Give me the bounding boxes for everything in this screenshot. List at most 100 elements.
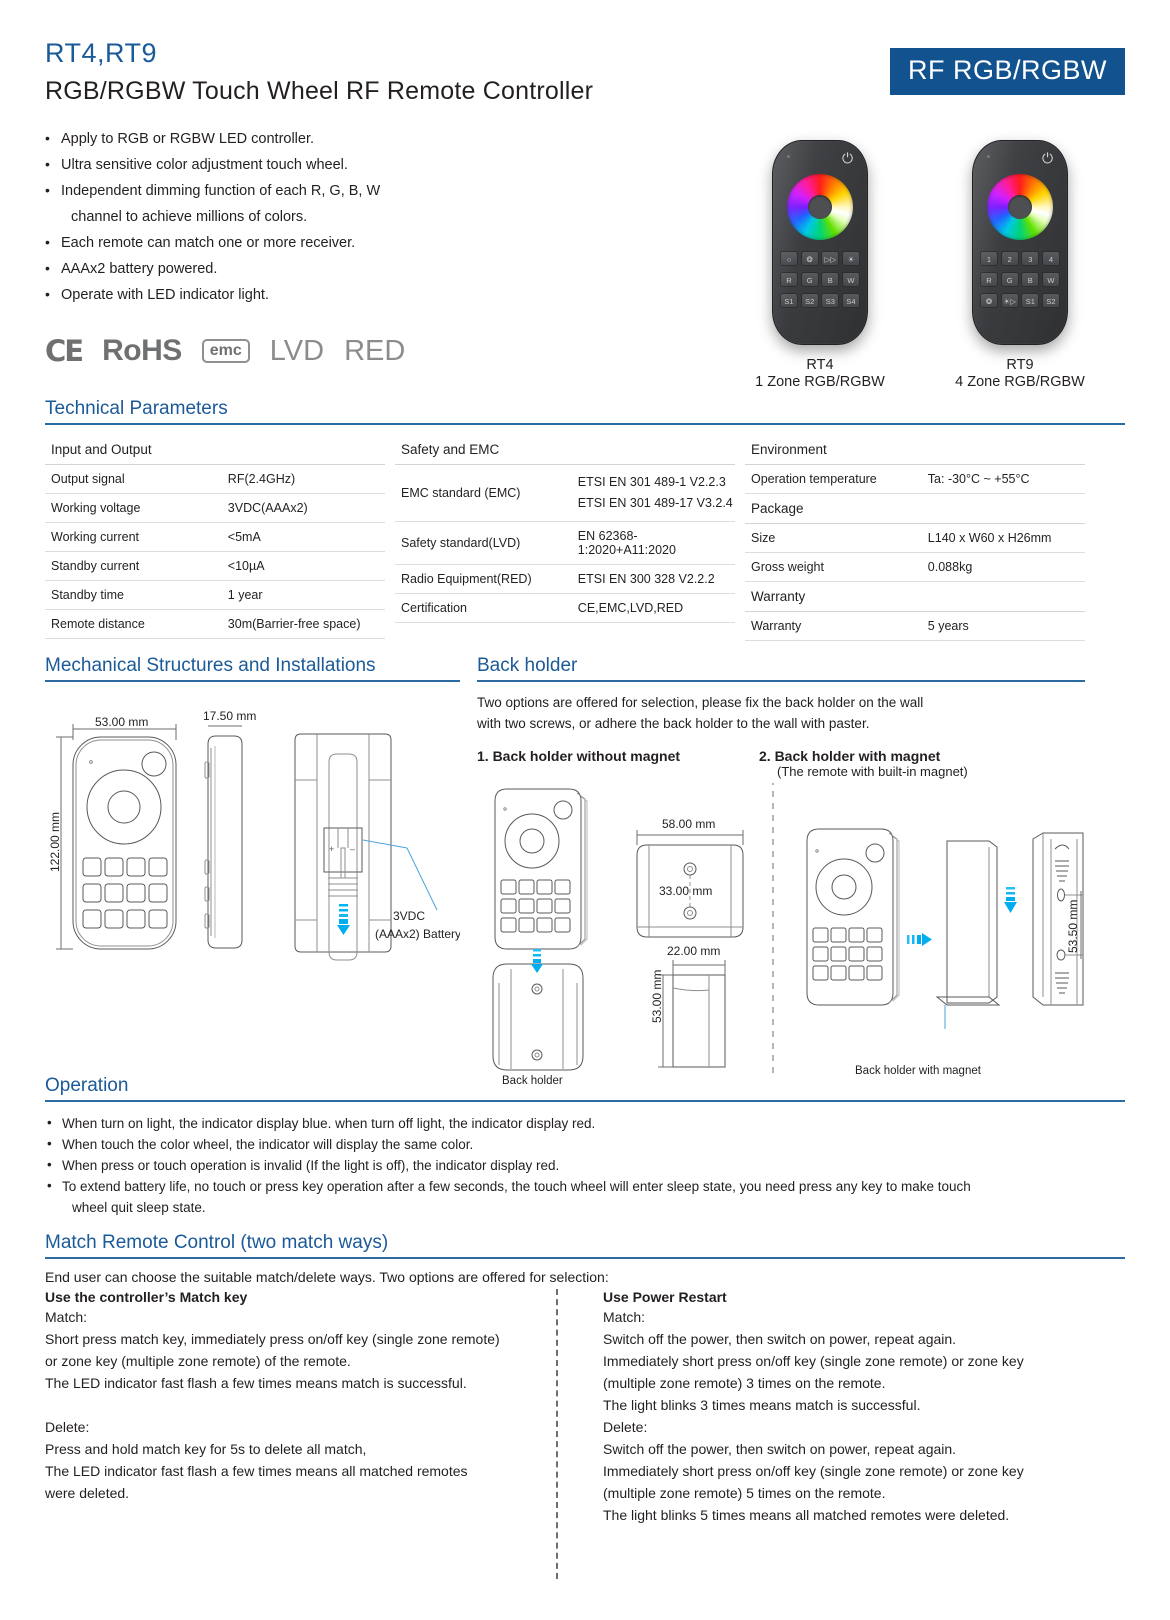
key-row: R G B W [780, 272, 860, 287]
battery-label-1: 3VDC [393, 909, 425, 923]
key-button: ❂ [800, 251, 819, 266]
table-row: EMC standard (EMC) ETSI EN 301 489-1 V2.… [395, 464, 735, 522]
list-item: When touch the color wheel, the indicato… [45, 1133, 1125, 1155]
delete-line: The LED indicator fast flash a few times… [45, 1463, 468, 1479]
key-button: W [841, 272, 860, 287]
option1-title: 1. Back holder without magnet [477, 748, 681, 764]
delete-line: The light blinks 5 times means all match… [603, 1507, 1010, 1523]
match-right-title: Use Power Restart [603, 1289, 727, 1305]
match-line: The LED indicator fast flash a few times… [45, 1375, 467, 1391]
cell-line-1: ETSI EN 301 489-1 V2.2.3 [577, 475, 726, 489]
match-column-right: Use Power Restart Match: Switch off the … [603, 1289, 1113, 1526]
key-row: ❂ ☀▷ S1 S2 [980, 293, 1060, 308]
match-left-title: Use the controller’s Match key [45, 1289, 248, 1305]
dim-58-label: 58.00 mm [662, 817, 715, 831]
back-holder-drawing: 58.00 mm 33.00 mm 22.00 mm 53.00 mm 53.5… [492, 743, 1084, 1073]
table-safety-emc: Safety and EMC EMC standard (EMC) ETSI E… [395, 435, 735, 641]
table-row: Radio Equipment(RED)ETSI EN 300 328 V2.2… [395, 564, 735, 594]
key-button: ❂ [980, 293, 998, 308]
dim-33-label: 33.00 mm [659, 884, 712, 898]
key-row: ○ ❂ ▷▷ ☀ [780, 251, 860, 266]
feature-list: Apply to RGB or RGBW LED controller. Ult… [45, 125, 525, 308]
key-button: 2 [1000, 251, 1019, 266]
remote-name: RT4 [806, 357, 834, 373]
key-button: 1 [980, 251, 998, 266]
ce-icon: CE [45, 334, 84, 368]
delete-label: Delete: [45, 1419, 90, 1435]
battery-label-2: (AAAx2) Battery [375, 927, 460, 941]
table-group-header: Package [745, 493, 1085, 524]
key-button: ☀ [841, 251, 860, 266]
certification-row: CE RoHS emc LVD RED [45, 334, 1125, 368]
key-button: S3 [821, 293, 840, 308]
technical-parameters-section: Technical Parameters Input and Output Ou… [45, 398, 1125, 641]
mechanical-drawing: + – 53.00 mm 17.50 mm 122.00 mm 3VDC (AA… [48, 709, 461, 961]
table-row: Working current<5mA [45, 522, 385, 552]
divider [45, 1100, 1125, 1102]
dim-thickness-label: 17.50 mm [203, 709, 256, 723]
key-button: S4 [841, 293, 860, 308]
svg-text:+: + [329, 844, 334, 854]
option2-subtitle: (The remote with built-in magnet) [777, 764, 968, 779]
key-button: R [980, 272, 998, 287]
list-item: When turn on light, the indicator displa… [45, 1112, 1125, 1134]
caption-back-holder-magnet: Back holder with magnet [855, 1065, 981, 1077]
key-button: G [1000, 272, 1019, 287]
svg-text:–: – [350, 844, 355, 854]
key-button: 3 [1021, 251, 1040, 266]
delete-line: Switch off the power, then switch on pow… [603, 1441, 957, 1457]
section-heading: Mechanical Structures and Installations [45, 655, 376, 676]
section-heading: Operation [45, 1075, 129, 1096]
match-label: Match: [45, 1309, 88, 1325]
direction-arrow-right-icon [907, 933, 932, 946]
table-group-header: Environment [745, 435, 1085, 465]
divider [477, 680, 1085, 682]
remote-body: ⏻ ○ ❂ ▷▷ ☀ R G B W [772, 140, 868, 345]
key-button: 4 [1041, 251, 1060, 266]
match-section: Match Remote Control (two match ways) En… [45, 1232, 1125, 1579]
remote-name: RT9 [1006, 357, 1034, 373]
page-title: RGB/RGBW Touch Wheel RF Remote Controlle… [45, 77, 594, 105]
table-group-header: Safety and EMC [395, 435, 735, 465]
color-wheel [787, 174, 853, 240]
emc-icon: emc [201, 338, 250, 364]
section-heading: Technical Parameters [45, 398, 228, 419]
remote-zones: 1 Zone RGB/RGBW [755, 374, 885, 390]
list-item: channel to achieve millions of colors. [71, 209, 308, 225]
divider [45, 423, 1125, 425]
model-code: RT4,RT9 [45, 38, 158, 68]
lvd-icon: LVD [269, 334, 325, 367]
caption-back-holder [509, 1064, 512, 1073]
match-line: Switch off the power, then switch on pow… [603, 1331, 957, 1347]
operation-list: When turn on light, the indicator displa… [45, 1112, 1125, 1218]
remote-rt4: ⏻ ○ ❂ ▷▷ ☀ R G B W [755, 140, 885, 390]
match-line: The light blinks 3 times means match is … [603, 1397, 921, 1413]
page-header: RT4,RT9 RGB/RGBW Touch Wheel RF Remote C… [45, 0, 1125, 106]
divider [45, 680, 460, 682]
remote-zones: 4 Zone RGB/RGBW [955, 374, 1085, 390]
dim-53-label: 53.00 mm [650, 970, 664, 1023]
list-item: Independent dimming function of each R, … [45, 177, 525, 204]
key-button: S2 [800, 293, 819, 308]
rohs-icon: RoHS [102, 334, 182, 367]
match-label: Match: [603, 1309, 646, 1325]
match-column-left: Use the controller’s Match key Match: Sh… [45, 1289, 555, 1526]
product-images: ⏻ ○ ❂ ▷▷ ☀ R G B W [755, 140, 1125, 390]
list-item: AAAx2 battery powered. [45, 255, 525, 282]
caption-back-holder: Back holder [502, 1075, 563, 1087]
key-button: R [780, 272, 798, 287]
keypad: 1 2 3 4 R G B W ❂ ☀▷ S1 [980, 251, 1060, 314]
remote-body: ⏻ 1 2 3 4 R G B W ❂ [972, 140, 1068, 345]
mechanical-section: Mechanical Structures and Installations [45, 655, 461, 1017]
back-holder-section: Back holder Two options are offered for … [477, 655, 1085, 1087]
operation-section: Operation When turn on light, the indica… [45, 1075, 1125, 1218]
delete-line: Immediately short press on/off key (sing… [603, 1463, 1024, 1479]
section-heading: Back holder [477, 655, 578, 676]
key-row: S1 S2 S3 S4 [780, 293, 860, 308]
